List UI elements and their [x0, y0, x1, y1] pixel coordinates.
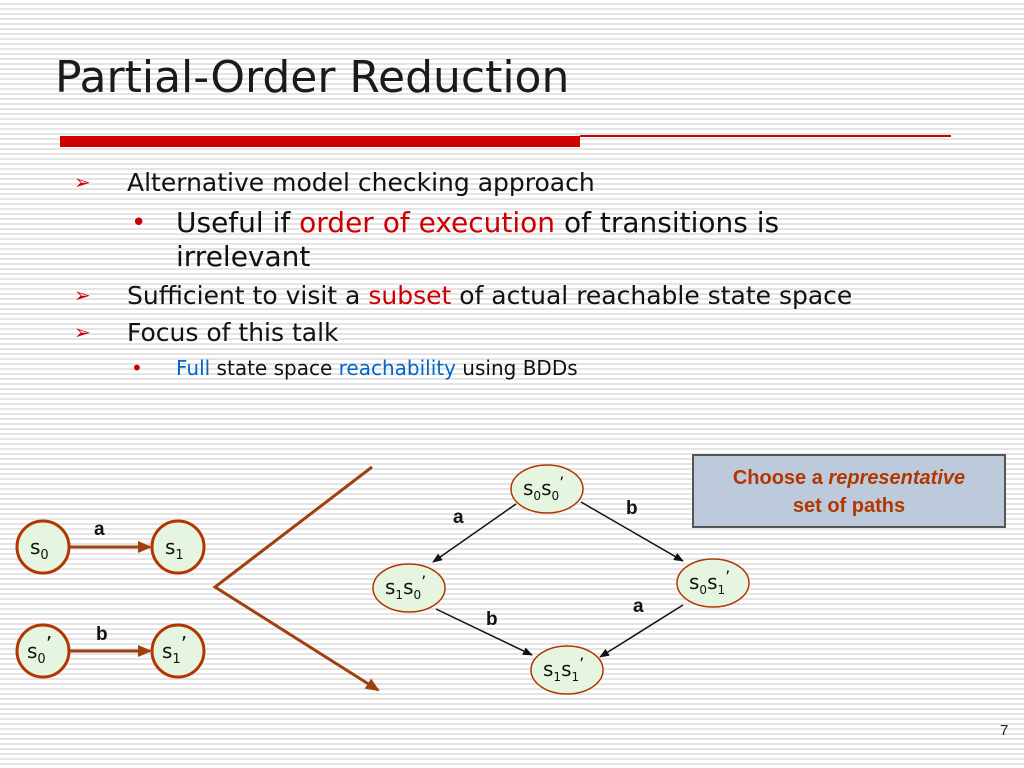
node-s0p-prime: ’: [46, 632, 52, 656]
state-node-s0s1p: [676, 558, 750, 608]
arrow-bullet-icon: ➢: [74, 170, 91, 194]
bullet-2-highlight: subset: [368, 281, 452, 310]
state-node-s1s1p: [530, 645, 604, 695]
dot-bullet-icon: •: [131, 356, 143, 380]
node-s1p-sub: 1: [172, 652, 180, 667]
bullet-1-sub-line2: irrelevant: [176, 240, 311, 273]
title-rule-thick: [60, 136, 580, 147]
svg-text:s0s0’: s0s0’: [523, 473, 564, 503]
svg-text:s0’: s0’: [27, 632, 52, 667]
state-node-s1-prime: [150, 623, 206, 679]
edge-label-top-right: b: [626, 498, 638, 519]
bullet-2-post: of actual reachable state space: [451, 281, 853, 310]
arrow-bullet-icon: ➢: [74, 283, 91, 307]
edge-top-left: [432, 503, 517, 563]
edge-label-top-left: a: [453, 507, 464, 528]
bullet-2: Sufficient to visit a subset of actual r…: [127, 281, 852, 310]
bullet-1: Alternative model checking approach: [127, 168, 595, 197]
svg-text:s0s1’: s0s1’: [689, 567, 730, 597]
edge-right-bottom: [599, 604, 684, 658]
svg-text:s1s0’: s1s0’: [385, 572, 426, 602]
left-diagram-bottom: s0’ s1’ b: [15, 623, 206, 679]
page-number: 7: [1000, 722, 1009, 739]
edge-label-b: b: [96, 624, 108, 645]
title-rule-thin: [580, 135, 951, 137]
edge-top-right: [580, 501, 684, 562]
bullet-2-pre: Sufficient to visit a: [127, 281, 369, 310]
node-s1-label: s: [165, 535, 175, 559]
state-node-s0: [15, 519, 71, 575]
combine-brace: [212, 465, 380, 692]
edge-left-bottom: [435, 608, 533, 656]
bullet-1-sub-highlight: order of execution: [299, 206, 556, 239]
svg-text:s0: s0: [30, 535, 49, 563]
bullet-1-sub: Useful if order of execution of transiti…: [176, 206, 779, 239]
bullet-3: Focus of this talk: [127, 318, 339, 347]
callout-italic: representative: [828, 467, 966, 489]
edge-label-a: a: [94, 519, 105, 540]
bullet-3-sub-post: using BDDs: [455, 356, 578, 380]
bullet-3-sub-full: Full: [176, 356, 211, 380]
callout-pre: Choose a: [732, 467, 829, 489]
node-s0p-sub: 0: [37, 652, 45, 667]
node-s0-label: s: [30, 535, 40, 559]
state-node-s0-prime: [15, 623, 71, 679]
bullet-3-sub-mid: state space: [210, 356, 339, 380]
bullet-3-sub: Full state space reachability using BDDs: [176, 356, 578, 380]
node-s1-sub: 1: [175, 548, 183, 563]
node-s0-sub: 0: [40, 548, 48, 563]
combine-brace-arrow: [212, 465, 380, 692]
node-s0p-label: s: [27, 639, 37, 663]
callout-box: Choose a representative set of paths: [692, 454, 1006, 528]
svg-text:s1’: s1’: [162, 632, 187, 667]
edge-label-right-bottom: a: [633, 596, 644, 617]
bullet-1-sub-post: of transitions is: [555, 206, 780, 239]
slide-title: Partial-Order Reduction: [55, 52, 570, 103]
left-diagram-top: s0 s1 a: [15, 519, 206, 575]
bullet-1-text: Alternative model checking approach: [127, 168, 595, 197]
arrow-bullet-icon: ➢: [74, 320, 91, 344]
product-diagram: s0s0’ s1s0’ s0s1’ s1s1’ a b b a: [372, 464, 750, 695]
state-node-s0s0p: [510, 464, 584, 514]
state-node-s1s0p: [372, 563, 446, 613]
node-s1p-prime: ’: [181, 632, 187, 656]
bullet-1-sub-pre: Useful if: [176, 206, 300, 239]
edge-label-left-bottom: b: [486, 609, 498, 630]
svg-text:s1: s1: [165, 535, 184, 563]
dot-bullet-icon: •: [131, 208, 147, 238]
callout-line-2: set of paths: [792, 495, 906, 517]
node-s1p-label: s: [162, 639, 172, 663]
callout-line-1: Choose a representative: [694, 464, 1004, 492]
svg-text:s1s1’: s1s1’: [543, 654, 584, 684]
bullet-3-sub-reachability: reachability: [338, 356, 456, 380]
state-node-s1: [150, 519, 206, 575]
